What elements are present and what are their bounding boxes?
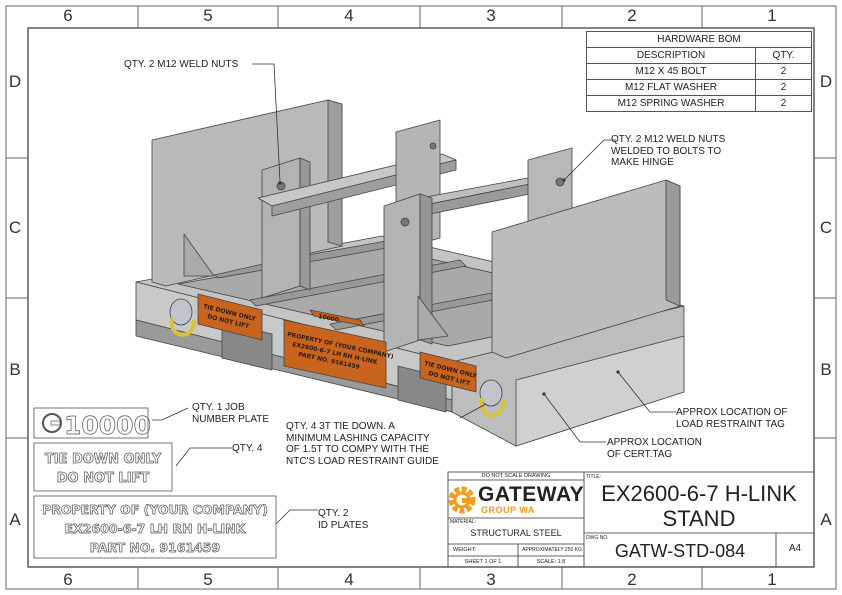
- model-job-plate: [309, 309, 365, 327]
- callout-load-restraint-tag: APPROX LOCATION OF LOAD RESTRAINT TAG: [676, 407, 788, 430]
- drawing-title-line-1: EX2600-6-7 H-LINK: [601, 481, 797, 506]
- leader-weld-nuts-top: [252, 63, 281, 183]
- zone-col-1-bottom: 1: [767, 570, 777, 589]
- zone-col-6-top: 6: [63, 6, 73, 25]
- leader-load-restraint: [617, 371, 676, 413]
- leader-tie-down-note: [459, 403, 487, 419]
- zone-col-3-bottom: 3: [486, 570, 496, 589]
- zone-col-2-top: 2: [627, 6, 637, 25]
- sheet-size: A4: [788, 543, 802, 554]
- weld-nut: [555, 177, 565, 187]
- zone-col-6-bottom: 6: [63, 570, 73, 589]
- tie-down-shackle-left: [169, 298, 193, 326]
- weight-value: APPROXIMATELY 250 KG: [522, 547, 582, 553]
- callout-weld-nuts-hinge: QTY. 2 M12 WELD NUTS WELDED TO BOLTS TO …: [611, 134, 726, 168]
- zone-row-a-left: A: [9, 510, 21, 529]
- base-end-channel: [515, 335, 685, 447]
- tie-down-text: TIE DOWN ONLY: [45, 452, 162, 467]
- dwg-no-label: DWG NO.: [586, 535, 609, 541]
- company-name: GATEWAY: [478, 483, 585, 506]
- zone-col-5-top: 5: [203, 6, 213, 25]
- zone-col-4-bottom: 4: [344, 570, 354, 589]
- id-plate-text: PART NO. 9161459: [90, 540, 220, 555]
- material-label: MATERIAL:: [450, 519, 477, 525]
- bom-qty: 2: [755, 95, 812, 112]
- zone-row-d-right: D: [819, 72, 833, 91]
- zone-col-3-top: 3: [486, 6, 496, 25]
- do-not-scale: DO NOT SCALE DRAWING: [481, 473, 551, 479]
- id-plate: [33, 495, 277, 559]
- drawing-title-line-2: STAND: [662, 506, 736, 531]
- zone-col-4-top: 4: [344, 6, 354, 25]
- tie-down-shackle-right: [479, 379, 503, 407]
- callout-cert-tag: APPROX LOCATION OF CERT.TAG: [607, 437, 702, 460]
- weld-nut: [400, 217, 410, 227]
- zone-row-a-right: A: [820, 510, 832, 529]
- sheet-value: SHEET 1 OF 1: [464, 559, 502, 565]
- tie-down-shackle-left-ring: [169, 317, 196, 337]
- scale-value: SCALE: 1:8: [536, 559, 566, 565]
- table-row: M12 SPRING WASHER 2: [586, 95, 812, 112]
- callout-tie-down-qty: QTY. 4: [232, 443, 263, 454]
- company-sub: GROUP WA: [481, 505, 535, 515]
- drawing-number: GATW-STD-084: [614, 541, 746, 561]
- tie-down-text: DO NOT LIFT: [57, 471, 150, 486]
- id-plate-text: PROPERTY OF (YOUR COMPANY): [42, 502, 268, 517]
- model-job-text: 10000: [318, 313, 340, 324]
- zone-row-b-left: B: [9, 360, 21, 379]
- job-number-plate: [33, 407, 149, 439]
- hardware-bom-table: HARDWARE BOM DESCRIPTION QTY. M12 X 45 B…: [586, 31, 812, 112]
- tie-down-shackle-right-ring: [479, 397, 506, 418]
- model-id-plate: [283, 319, 387, 389]
- title-label: TITLE:: [586, 474, 602, 480]
- leader-cert-tag: [543, 393, 606, 443]
- leader-tie-down-qty: [175, 447, 232, 467]
- callout-weld-nuts-top: QTY. 2 M12 WELD NUTS: [124, 59, 239, 70]
- zone-row-c-right: C: [819, 218, 833, 237]
- tie-down-plate: [33, 442, 173, 492]
- job-number-text: 10000: [64, 411, 151, 440]
- gateway-logo-icon: [448, 486, 476, 514]
- id-plate-text: EX2600-6-7 LH RH H-LINK: [65, 521, 247, 536]
- weld-nut: [429, 142, 437, 150]
- zone-row-b-right: B: [820, 360, 832, 379]
- leader-weld-nuts-hinge: [563, 139, 616, 181]
- callout-tie-down-note: QTY. 4 3T TIE DOWN. A MINIMUM LASHING CA…: [286, 421, 439, 467]
- gateway-g-icon: [42, 413, 62, 433]
- model-tie-down-plate-left: [197, 293, 263, 341]
- callout-job-plate: QTY. 1 JOB NUMBER PLATE: [192, 402, 270, 425]
- leader-id-plates: [275, 509, 318, 525]
- model-tie-down-plate-right: [419, 351, 477, 393]
- callout-id-plates: QTY. 2 ID PLATES: [318, 508, 369, 531]
- zone-col-1-top: 1: [767, 6, 777, 25]
- weight-label: WEIGHT:: [453, 547, 476, 553]
- zone-col-2-bottom: 2: [627, 570, 637, 589]
- zone-col-5-bottom: 5: [203, 570, 213, 589]
- material-value: STRUCTURAL STEEL: [470, 528, 562, 538]
- zone-row-c-left: C: [8, 218, 22, 237]
- leader-job-plate: [152, 407, 189, 421]
- zone-row-d-left: D: [8, 72, 22, 91]
